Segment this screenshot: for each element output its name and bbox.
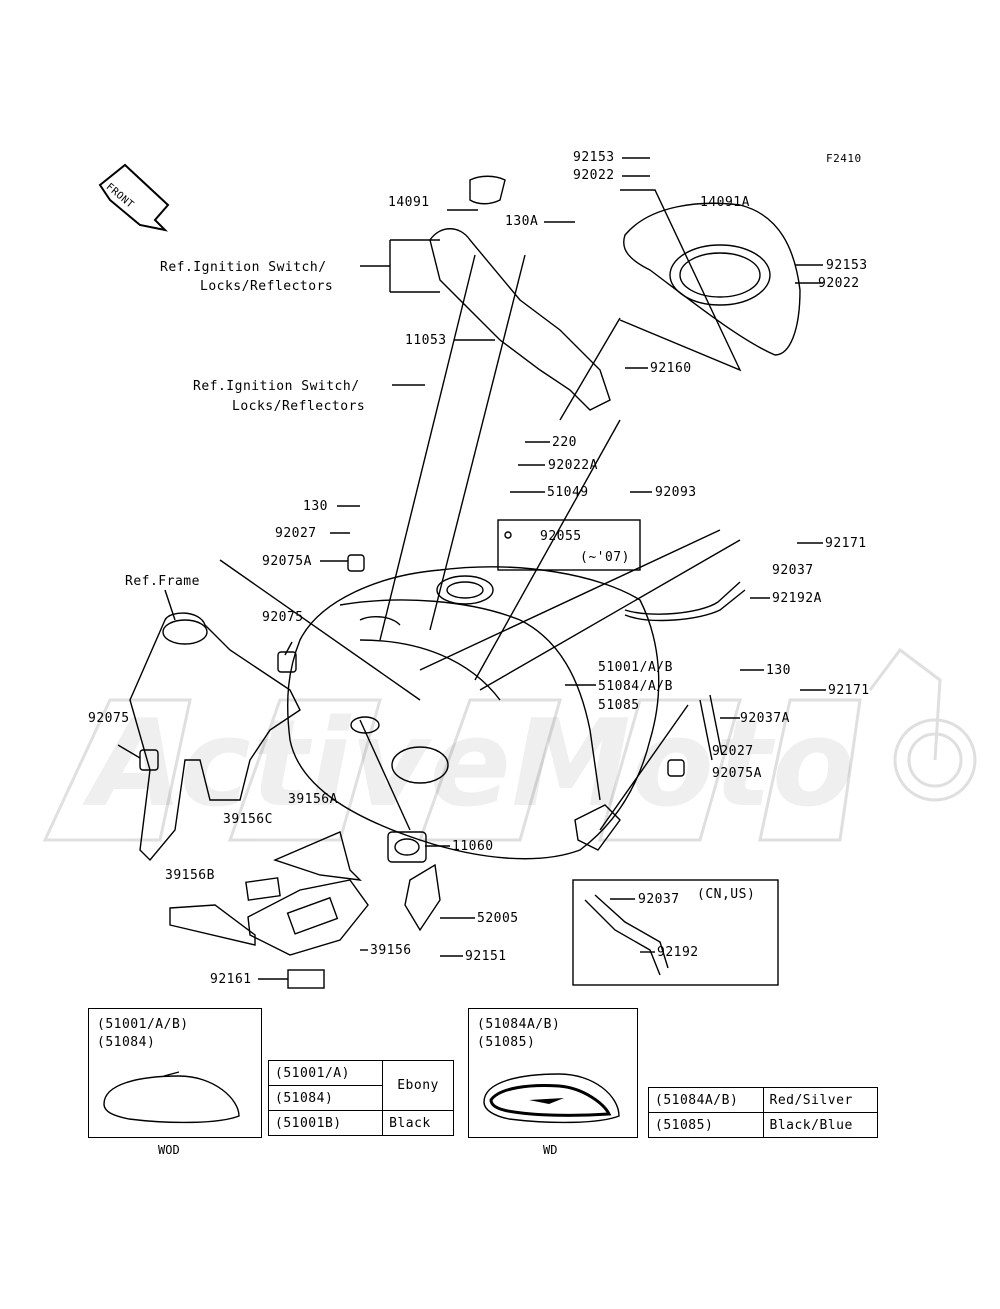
part-label-92037-bottom: 92037: [638, 892, 680, 907]
part-label-92075: 92075: [262, 610, 304, 625]
part-label-11060: 11060: [452, 839, 494, 854]
part-label-92055: 92055: [540, 529, 582, 544]
part-label-92093: 92093: [655, 485, 697, 500]
ref-ignition-label-2a: Ref.Ignition Switch/: [193, 379, 360, 394]
ref-ignition-label-1b: Locks/Reflectors: [200, 279, 334, 294]
part-note-92037: (CN,US): [697, 887, 756, 902]
part-label-130a: 130A: [505, 214, 539, 229]
part-label-92153-right: 92153: [826, 258, 868, 273]
table-cell-color: Red/Silver: [762, 1087, 878, 1113]
part-label-92153: 92153: [573, 150, 615, 165]
ref-ignition-label-2b: Locks/Reflectors: [232, 399, 366, 414]
part-label-11053: 11053: [405, 333, 447, 348]
part-label-92171-right: 92171: [828, 683, 870, 698]
part-label-92022-right: 92022: [818, 276, 860, 291]
table-row: (51085) Black/Blue: [648, 1112, 878, 1138]
legend-box-wod: (51001/A/B) (51084): [88, 1008, 262, 1138]
table-cell-part: (51085): [648, 1112, 764, 1138]
watermark: [42, 647, 977, 842]
part-label-92151: 92151: [465, 949, 507, 964]
part-label-92161: 92161: [210, 972, 252, 987]
table-cell-color: Black/Blue: [762, 1112, 878, 1138]
part-label-92075a: 92075A: [262, 554, 312, 569]
part-label-39156b: 39156B: [165, 868, 215, 883]
tank-with-decal-icon: [483, 1073, 620, 1124]
table-cell-part: (51084): [267, 1085, 384, 1111]
part-label-92192a: 92192A: [772, 591, 822, 606]
legend-wd-line1: (51084A/B): [477, 1017, 561, 1032]
part-label-52005: 52005: [477, 911, 519, 926]
color-table-right: (51084A/B) Red/Silver (51085) Black/Blue: [648, 1087, 878, 1138]
part-label-14091a: 14091A: [700, 195, 750, 210]
front-arrow-icon: [98, 163, 170, 232]
part-label-220: 220: [552, 435, 577, 450]
color-table-left: (51001/A) Ebony (51084) (51001B) Black: [267, 1060, 454, 1136]
part-label-51049: 51049: [547, 485, 589, 500]
part-note-92055: (~'07): [580, 550, 630, 565]
table-cell-part: (51001/A): [267, 1060, 384, 1086]
legend-wod-line2: (51084): [97, 1035, 156, 1050]
part-label-92075a-right: 92075A: [712, 766, 762, 781]
legend-wd-caption: WD: [543, 1143, 558, 1157]
part-label-92075-left: 92075: [88, 711, 130, 726]
part-label-92192: 92192: [657, 945, 699, 960]
part-label-92022a: 92022A: [548, 458, 598, 473]
table-row: (51084A/B) Red/Silver: [648, 1087, 878, 1113]
table-cell-part: (51084A/B): [648, 1087, 764, 1113]
part-label-92022: 92022: [573, 168, 615, 183]
legend-box-wd: (51084A/B) (51085): [468, 1008, 638, 1138]
frame-outline: [129, 612, 301, 862]
part-label-92160: 92160: [650, 361, 692, 376]
legend-wd-line2: (51085): [477, 1035, 536, 1050]
diagram-lines: [117, 157, 826, 989]
part-label-51085: 51085: [598, 698, 640, 713]
part-label-39156: 39156: [370, 943, 412, 958]
part-label-92027: 92027: [275, 526, 317, 541]
part-label-130-right: 130: [766, 663, 791, 678]
part-label-130: 130: [303, 499, 328, 514]
table-cell-part: (51001B): [267, 1110, 384, 1136]
ref-frame-label: Ref.Frame: [125, 574, 200, 589]
part-label-92037a: 92037A: [740, 711, 790, 726]
tank-cover-outline: [623, 202, 801, 356]
part-label-92171: 92171: [825, 536, 867, 551]
legend-wod-line1: (51001/A/B): [97, 1017, 189, 1032]
part-label-39156c: 39156C: [223, 812, 273, 827]
part-label-14091: 14091: [388, 195, 430, 210]
table-cell-color: Ebony: [382, 1060, 454, 1111]
legend-wod-caption: WOD: [158, 1143, 180, 1157]
table-row: (51001/A) Ebony: [267, 1060, 454, 1111]
watermark-text: ActiveMoto: [90, 695, 856, 834]
tank-without-decal-icon: [103, 1071, 240, 1124]
part-label-51084: 51084/A/B: [598, 679, 673, 694]
part-label-39156a: 39156A: [288, 792, 338, 807]
table-cell-color: Black: [382, 1110, 454, 1136]
part-label-51001: 51001/A/B: [598, 660, 673, 675]
part-label-92027-right: 92027: [712, 744, 754, 759]
table-row: (51001B) Black: [267, 1110, 454, 1136]
part-label-92037: 92037: [772, 563, 814, 578]
figure-code: F2410: [826, 152, 862, 165]
ref-ignition-label-1a: Ref.Ignition Switch/: [160, 260, 327, 275]
table-row: (51084): [267, 1085, 454, 1111]
bracket-outline: [429, 228, 611, 411]
